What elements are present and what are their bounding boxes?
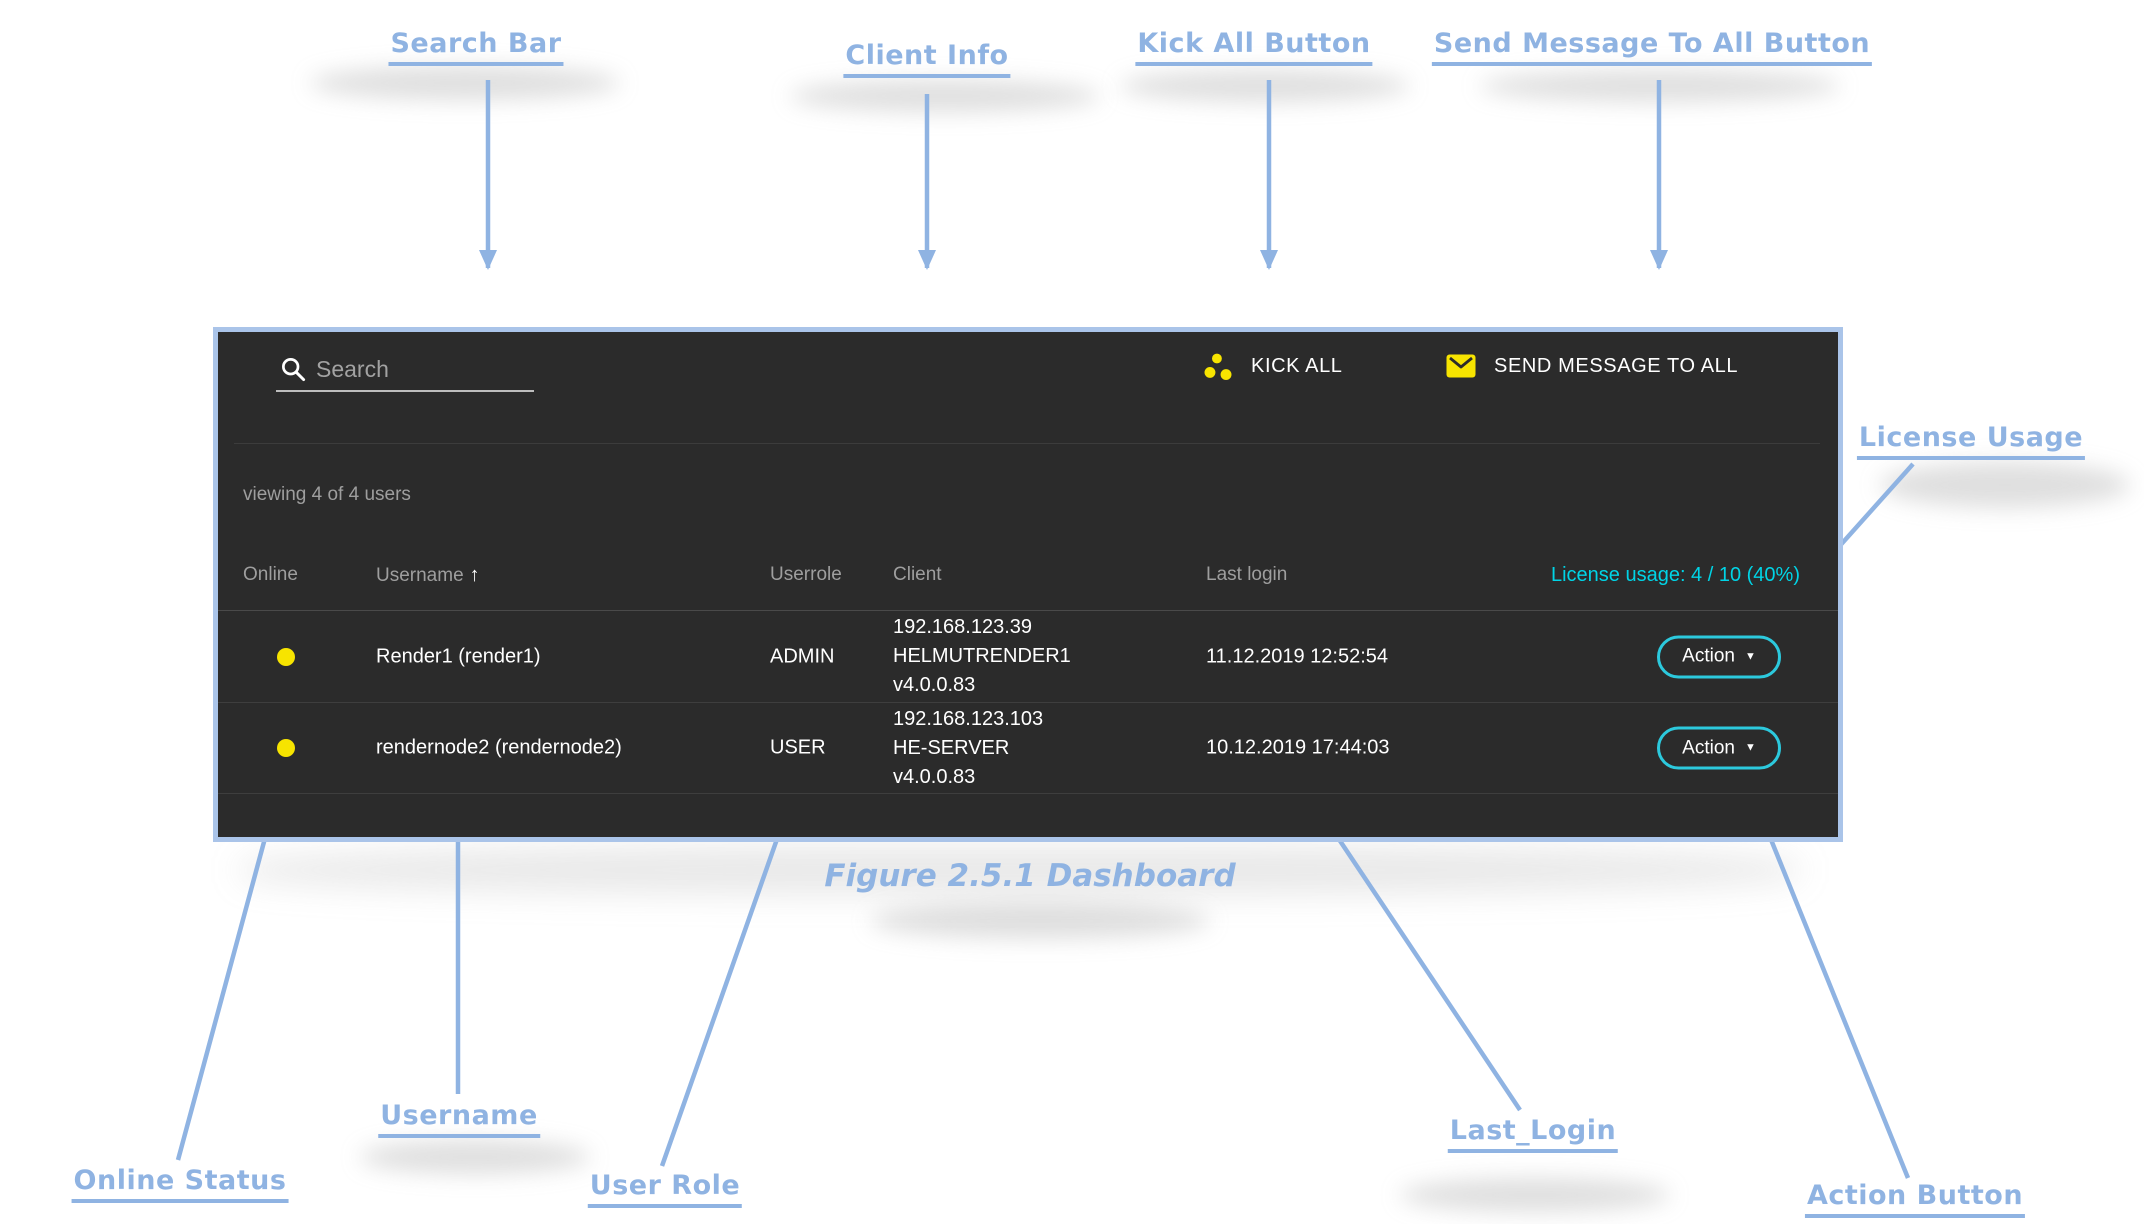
username-cell: rendernode2 (rendernode2) [376,736,622,759]
shadow-smudge [1400,1178,1670,1212]
column-header-username-label: Username [376,565,464,586]
shadow-smudge [870,903,1210,939]
annotation-username: Username [378,1100,540,1138]
column-header-online: Online [243,564,298,585]
annotation-search-bar: Search Bar [388,28,564,66]
shadow-smudge [310,66,620,100]
online-status-dot [277,647,295,666]
action-button-label: Action [1682,737,1735,758]
search-icon [282,358,306,382]
annotation-last-login: Last_Login [1447,1115,1619,1153]
client-host: HELMUTRENDER1 [893,645,1071,667]
client-ip: 192.168.123.39 [893,616,1033,638]
figure-caption: Figure 2.5.1 Dashboard [824,858,1236,894]
action-button[interactable]: Action ▼ [1657,635,1781,678]
send-message-to-all-button[interactable]: SEND MESSAGE TO ALL [1446,342,1738,390]
client-ip: 192.168.123.103 [893,707,1044,730]
client-info-cell: 192.168.123.103 HE-SERVER v4.0.0.83 [893,703,1043,793]
client-info-cell: 192.168.123.39 HELMUTRENDER1 v4.0.0.83 [893,611,1071,702]
client-version: v4.0.0.83 [893,674,976,696]
annotation-send-message: Send Message To All Button [1431,28,1873,66]
userrole-cell: ADMIN [770,645,835,667]
userrole-cell: USER [770,736,826,759]
search-input[interactable] [316,350,530,388]
annotation-user-role: User Role [587,1170,743,1208]
viewing-count-text: viewing 4 of 4 users [243,484,411,505]
annotation-kick-all: Kick All Button [1135,28,1373,66]
shadow-smudge [360,1140,590,1174]
action-button[interactable]: Action ▼ [1657,726,1781,770]
dropdown-arrow-icon: ▼ [1744,741,1756,754]
annotation-online-status: Online Status [71,1165,289,1203]
user-table-row: Render1 (render1) ADMIN 192.168.123.39 H… [218,610,1838,702]
action-button-label: Action [1682,645,1735,667]
shadow-smudge [240,846,1800,894]
client-host: HE-SERVER [893,736,1010,759]
column-header-userrole: Userrole [770,564,842,585]
annotation-license-usage: License Usage [1856,422,2086,460]
send-message-label: SEND MESSAGE TO ALL [1494,354,1739,377]
kick-all-label: KICK ALL [1251,354,1343,377]
user-table-row: rendernode2 (rendernode2) USER 192.168.1… [218,702,1838,794]
kick-all-button[interactable]: KICK ALL [1203,342,1343,390]
sort-ascending-icon[interactable]: ↑ [469,564,480,586]
mail-icon [1446,354,1476,378]
search-bar[interactable] [276,348,534,392]
dropdown-arrow-icon: ▼ [1744,650,1756,662]
last-login-cell: 10.12.2019 17:44:03 [1206,736,1390,759]
column-header-last-login: Last login [1206,564,1288,585]
column-header-username[interactable]: Username↑ [376,564,480,587]
client-version: v4.0.0.83 [893,765,976,788]
shadow-smudge [790,80,1100,112]
column-header-client: Client [893,564,942,585]
annotation-action-button: Action Button [1804,1180,2026,1218]
toolbar-divider [234,443,1820,444]
username-cell: Render1 (render1) [376,645,541,667]
last-login-cell: 11.12.2019 12:52:54 [1206,645,1389,667]
dashboard-panel: KICK ALL SEND MESSAGE TO ALL viewing 4 o… [213,327,1843,842]
annotation-client-info: Client Info [843,40,1011,78]
kick-all-scatter-icon [1204,353,1232,381]
shadow-smudge [1120,70,1410,102]
shadow-smudge [1480,70,1840,102]
online-status-dot [277,739,295,757]
shadow-smudge [1880,462,2130,508]
license-usage-text: License usage: 4 / 10 (40%) [1550,564,1800,586]
